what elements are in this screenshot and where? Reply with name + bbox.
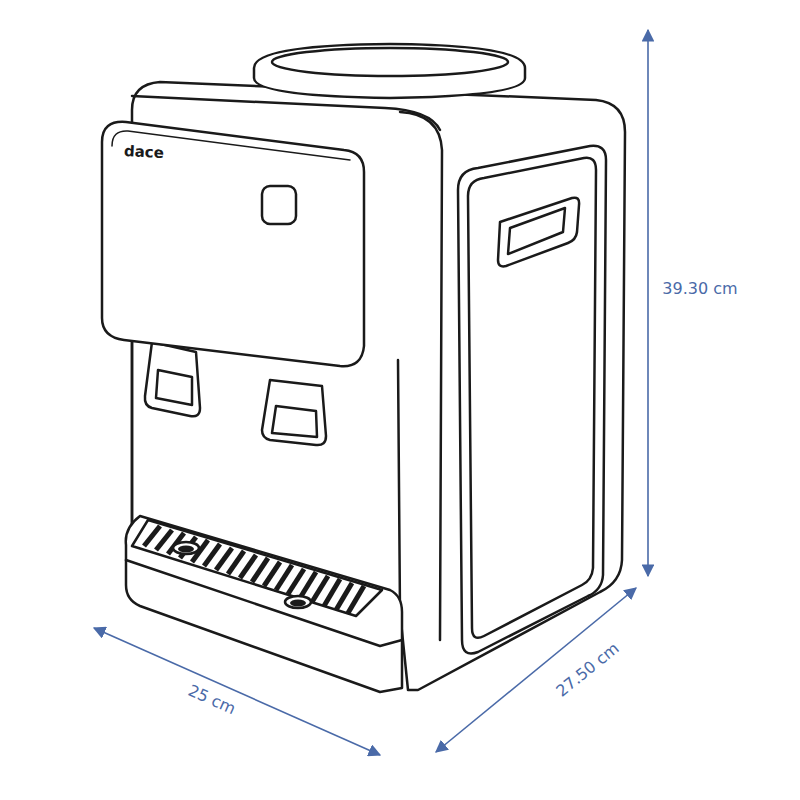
dimension-label: 39.30 cm (662, 280, 737, 298)
dimension-label: 27.50 cm (553, 639, 623, 700)
brand-logo: dace (124, 143, 165, 162)
dimension-label: 25 cm (186, 682, 239, 718)
